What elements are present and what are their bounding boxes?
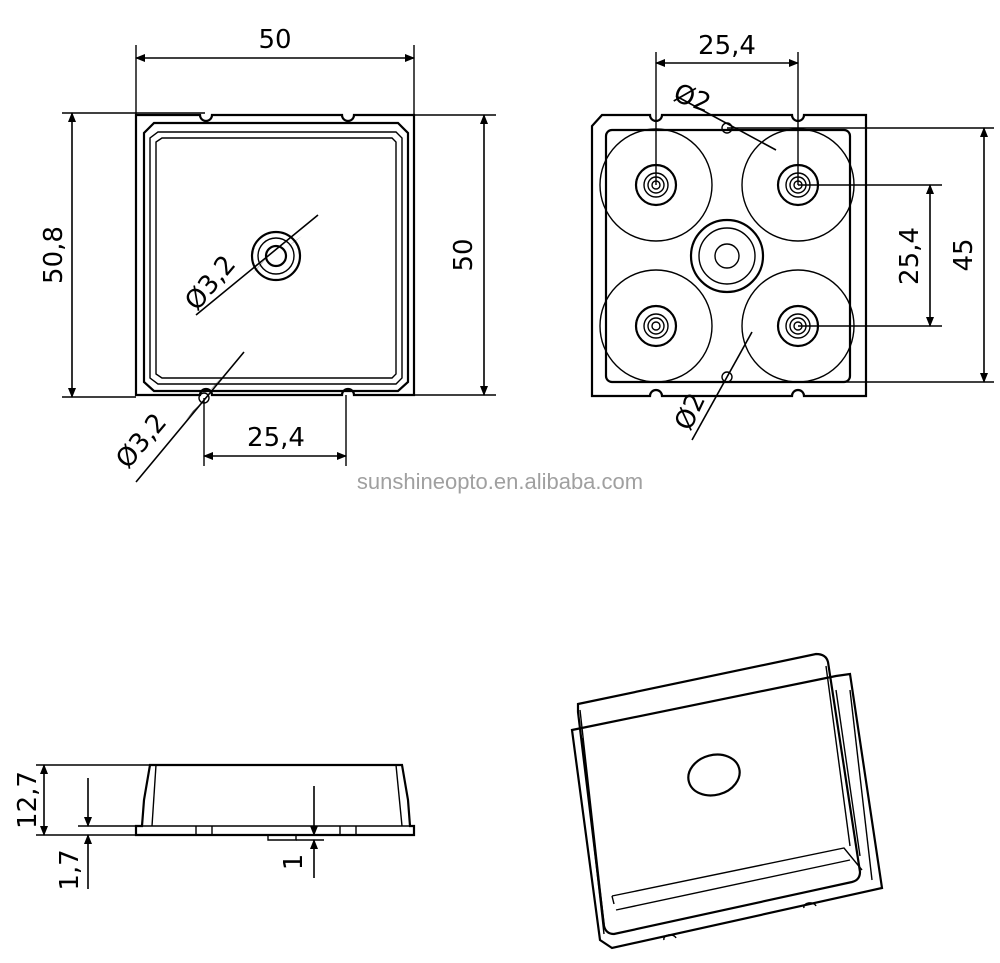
bottom-plate-outline xyxy=(590,113,868,398)
iso-hole xyxy=(687,753,741,797)
led-cell-bottom-left xyxy=(599,269,713,383)
top-inner-height-label: 50 xyxy=(449,238,479,271)
top-outer-height-label: 50,8 xyxy=(39,226,69,284)
top-hole-spacing-label: 25,4 xyxy=(247,423,305,453)
side-total-height-label: 12,7 xyxy=(13,771,43,829)
bottom-height-label: 45 xyxy=(949,238,979,271)
side-step-height-label: 1 xyxy=(279,854,309,871)
side-flange-height-label: 1,7 xyxy=(55,849,85,890)
top-width-label: 50 xyxy=(258,25,291,55)
top-lens-body xyxy=(142,121,410,393)
center-boss xyxy=(689,218,765,294)
led-spacing-y-label: 25,4 xyxy=(895,227,925,285)
led-bottom-left xyxy=(634,304,678,348)
side-body xyxy=(134,763,416,837)
mount-hole-label: Ø3,2 xyxy=(110,408,173,475)
bottom-view: 25,4 Ø2 Ø2 25,4 45 xyxy=(590,31,994,441)
iso-flange xyxy=(570,672,884,950)
center-hole-label: Ø3,2 xyxy=(179,250,242,317)
watermark: sunshineopto.en.alibaba.com xyxy=(357,469,643,494)
side-view: 12,7 1,7 1 xyxy=(13,763,416,891)
center-hole-outer xyxy=(250,230,302,282)
top-plate-outline xyxy=(134,113,416,397)
iso-top-face xyxy=(576,652,862,936)
led-spacing-x-label: 25,4 xyxy=(698,31,756,61)
top-view: 50 Ø3,2 Ø3,2 50,8 50 25, xyxy=(39,25,496,483)
isometric-view xyxy=(570,652,884,950)
